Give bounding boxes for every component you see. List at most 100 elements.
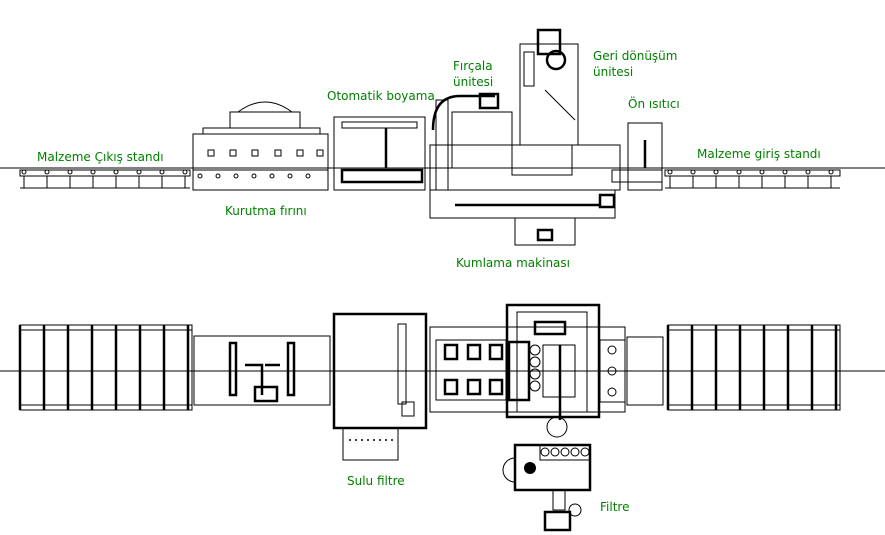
- nozzle: [367, 439, 369, 441]
- brush-duct: [431, 94, 495, 131]
- nozzle: [391, 439, 393, 441]
- blast-wheel: [529, 380, 541, 392]
- paint-booth: [333, 116, 426, 191]
- roller: [159, 169, 165, 175]
- blast-wheel-bank: [507, 340, 531, 402]
- preheater-plan: [626, 336, 664, 406]
- water-filter-tank: [342, 427, 399, 461]
- label-brush-unit-line2: ünitesi: [453, 75, 494, 89]
- blast-cabin: [505, 303, 601, 419]
- label-exit-stand: Malzeme Çıkış standı: [37, 150, 164, 164]
- roller: [233, 173, 239, 179]
- brush-roll: [488, 343, 504, 361]
- filter-cartridges: [539, 444, 591, 461]
- roller: [690, 169, 696, 175]
- brush-roll: [466, 343, 482, 361]
- roller: [21, 169, 27, 175]
- roller: [305, 173, 311, 179]
- label-recycling-unit-line2: ünitesi: [593, 65, 634, 79]
- oven-window: [229, 149, 237, 157]
- oven-fan-hood: [237, 101, 293, 113]
- entry-stand-plan: [667, 324, 841, 411]
- oven-plan: [193, 335, 331, 406]
- roller: [759, 169, 765, 175]
- roller: [251, 173, 257, 179]
- roller: [667, 169, 673, 175]
- blast-wheel: [529, 356, 541, 368]
- roller: [197, 173, 203, 179]
- roller-plan: [607, 387, 617, 397]
- blast-center: [511, 144, 573, 176]
- cartridge: [570, 447, 580, 457]
- preheater-conveyor: [611, 169, 663, 183]
- label-filter: Filtre: [600, 500, 630, 514]
- nozzle: [373, 439, 375, 441]
- oven-burner: [286, 341, 296, 397]
- label-recycling-unit-line1: Geri dönüşüm: [593, 49, 678, 63]
- filter-outlet: [552, 489, 566, 511]
- oven-body: [192, 133, 329, 171]
- filter-fan: [502, 457, 516, 483]
- recycling-elevator: [544, 89, 576, 121]
- roller: [828, 169, 834, 175]
- roller: [44, 169, 50, 175]
- oven-duct: [229, 111, 301, 129]
- oven-conveyor: [192, 169, 329, 191]
- roller: [782, 169, 788, 175]
- preheater-body: [627, 122, 663, 191]
- oven-fan-plan: [253, 385, 279, 403]
- cartridge: [550, 447, 560, 457]
- oven-burner: [228, 341, 238, 397]
- oven-window: [316, 149, 324, 157]
- roller: [713, 169, 719, 175]
- nozzle: [361, 439, 363, 441]
- label-preheater: Ön ısıtıcı: [628, 97, 680, 111]
- label-drying-oven: Kurutma fırını: [225, 204, 307, 218]
- roller: [269, 173, 275, 179]
- filter-fan-unit: [543, 510, 572, 532]
- roller: [182, 169, 188, 175]
- filter-duct: [546, 416, 568, 438]
- paint-booth-top: [341, 121, 418, 129]
- roller: [136, 169, 142, 175]
- exit-stand-plan: [19, 324, 193, 411]
- label-brush-unit-line1: Fırçala: [453, 59, 493, 73]
- recycling-tank: [523, 51, 535, 87]
- roller: [90, 169, 96, 175]
- oven-window: [296, 149, 304, 157]
- roller-plan: [607, 366, 617, 376]
- oven-window: [251, 149, 259, 157]
- oven-window: [207, 149, 215, 157]
- brush-roll: [443, 343, 459, 361]
- roller-plan: [607, 345, 617, 355]
- recycling-cyclone: [545, 49, 567, 71]
- roller: [215, 173, 221, 179]
- roller: [287, 173, 293, 179]
- label-shot-blasting: Kumlama makinası: [456, 256, 570, 270]
- filter-fan-wheel: [568, 503, 582, 517]
- paint-conveyor: [340, 168, 424, 184]
- label-water-filter: Sulu filtre: [347, 474, 405, 488]
- nozzle: [379, 439, 381, 441]
- filter-motor: [524, 462, 536, 474]
- brush-roll: [443, 378, 459, 396]
- nozzle: [349, 439, 351, 441]
- cartridge: [580, 447, 590, 457]
- nozzle: [355, 439, 357, 441]
- cartridge: [560, 447, 570, 457]
- blast-exit: [599, 339, 626, 403]
- nozzle: [385, 439, 387, 441]
- exit-stand-rail: [19, 169, 191, 177]
- blast-wheel: [529, 368, 541, 380]
- label-entry-stand: Malzeme giriş standı: [697, 147, 821, 161]
- paint-robot: [401, 401, 415, 417]
- blast-top-drive: [533, 320, 567, 336]
- blast-inner: [516, 311, 588, 413]
- brush-roll: [466, 378, 482, 396]
- blast-hopper: [514, 217, 576, 246]
- roller: [67, 169, 73, 175]
- brush-roll: [488, 378, 504, 396]
- roller: [805, 169, 811, 175]
